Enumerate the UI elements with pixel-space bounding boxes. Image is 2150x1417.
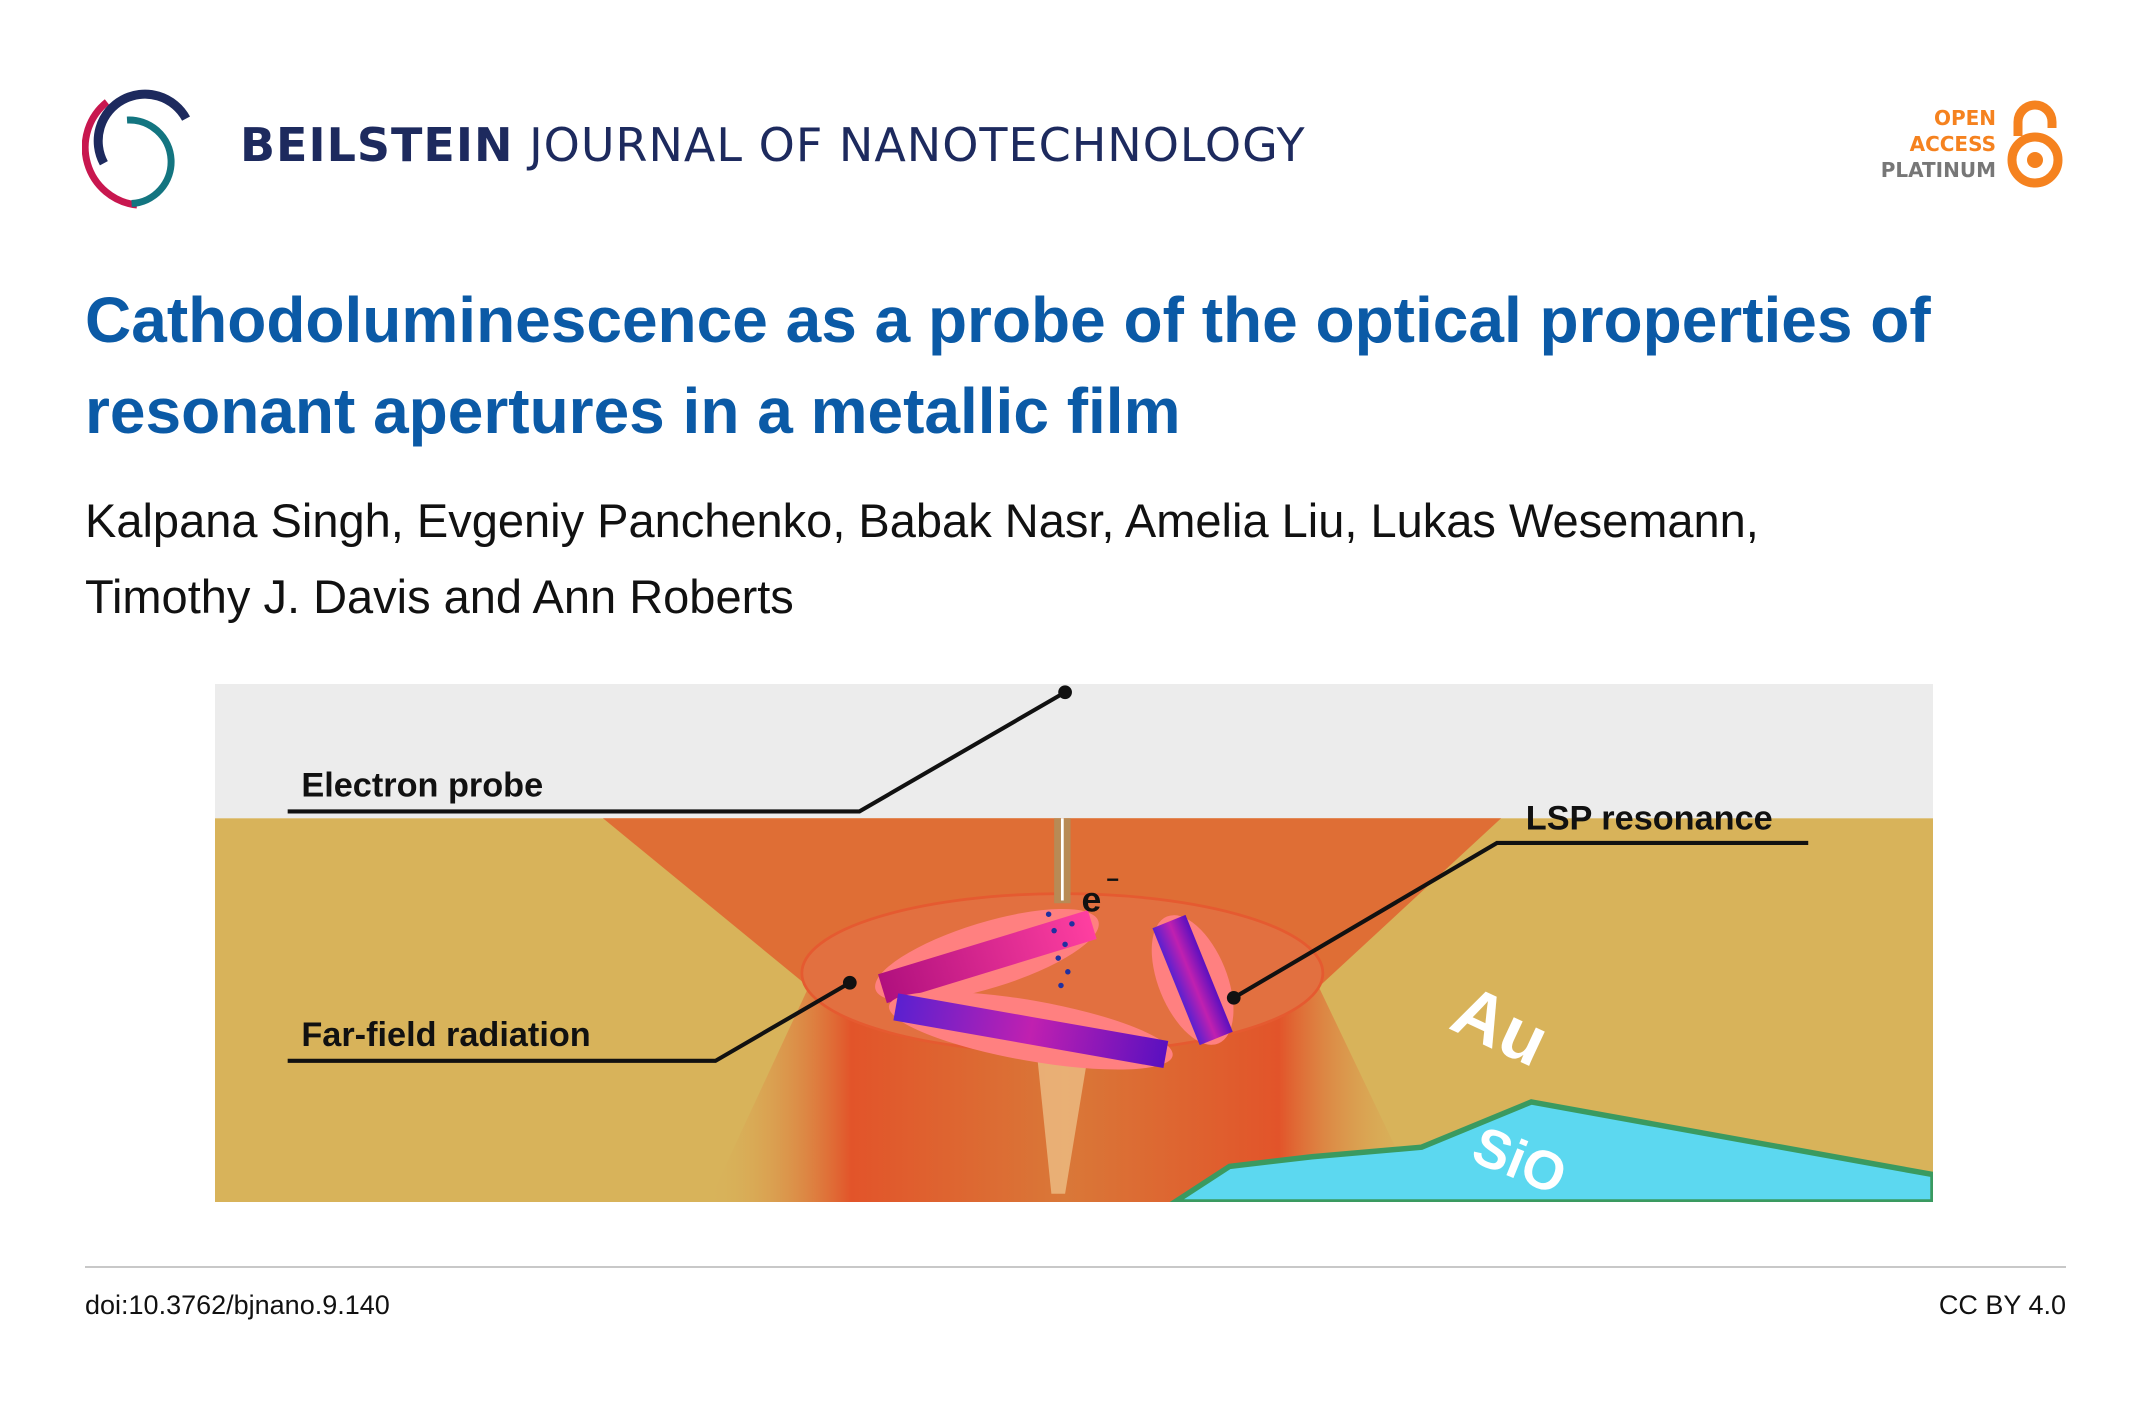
far-field-label: Far-field radiation <box>301 1016 590 1054</box>
vacuum-region <box>215 684 1933 819</box>
badge-open: OPEN <box>1933 106 1996 130</box>
article-authors: Kalpana Singh, Evgeniy Panchenko, Babak … <box>85 483 2065 635</box>
badge-access: ACCESS <box>1909 132 1996 156</box>
electron-symbol: e <box>1082 879 1102 919</box>
far-field-leader <box>287 980 851 1063</box>
beilstein-logo <box>82 89 191 209</box>
cl-emission <box>1037 1060 1088 1194</box>
lsp-resonance-label: LSP resonance <box>1526 799 1773 837</box>
journal-name: BEILSTEIN JOURNAL OF NANOTECHNOLOGY <box>240 118 1306 172</box>
aperture-rod-1 <box>875 908 1099 1004</box>
sio2-substrate <box>1169 1099 1933 1202</box>
electron-charge: − <box>1106 867 1119 892</box>
electron-probe-leader <box>287 690 1067 814</box>
license: CC BY 4.0 <box>1938 1290 2066 1320</box>
electron-probe-label: Electron probe <box>301 766 543 804</box>
graphical-abstract: e − Au SiO Electron probe LSP resonance … <box>215 684 1933 1202</box>
electron-scatter <box>1045 911 1075 989</box>
doi: doi:10.3762/bjnano.9.140 <box>85 1290 390 1320</box>
lsp-leader <box>1232 840 1809 1000</box>
footer-divider <box>85 1266 2066 1268</box>
journal-name-bold: BEILSTEIN <box>240 118 514 172</box>
open-access-badge: OPEN ACCESS PLATINUM <box>1881 98 2064 190</box>
badge-platinum: PLATINUM <box>1880 158 1996 182</box>
aperture-rod-3 <box>1151 914 1234 1046</box>
aperture-rod-2 <box>888 991 1173 1070</box>
authors-line-1: Kalpana Singh, Evgeniy Panchenko, Babak … <box>85 494 1759 547</box>
authors-line-2: Timothy J. Davis and Ann Roberts <box>85 570 794 623</box>
open-lock-icon <box>2007 100 2063 188</box>
journal-name-rest: JOURNAL OF NANOTECHNOLOGY <box>529 118 1306 172</box>
article-title: Cathodoluminescence as a probe of the op… <box>85 284 1931 447</box>
